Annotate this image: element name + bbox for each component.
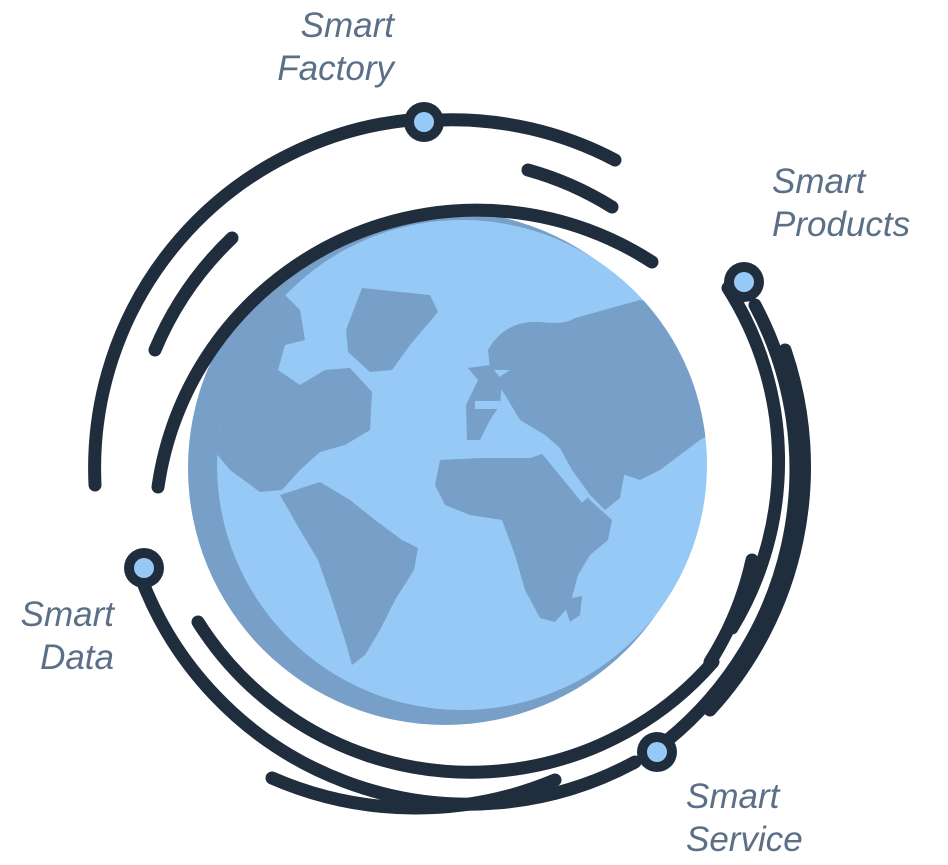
orbit-nodes <box>124 102 764 772</box>
globe-icon <box>188 211 707 725</box>
strait-line <box>536 442 589 503</box>
node-data <box>124 548 164 588</box>
outer-ring-bottom <box>133 568 642 811</box>
label-line: Smart <box>20 595 114 634</box>
orbit-rings <box>88 113 811 815</box>
inner-ring-top <box>151 203 659 494</box>
label-line: Smart <box>686 777 780 816</box>
ring-dash-bottom <box>265 771 562 815</box>
continents <box>217 288 707 665</box>
ring-dash-left <box>148 231 239 357</box>
continent-arabia <box>560 448 625 510</box>
label-smart-service: Smart Service <box>686 775 803 861</box>
label-line: Data <box>40 638 114 677</box>
label-line: Factory <box>277 49 394 88</box>
continent-africa <box>435 452 612 622</box>
node-service <box>637 732 677 772</box>
label-line: Smart <box>772 162 866 201</box>
outer-ring-right <box>648 298 803 757</box>
inner-ring-right <box>721 281 786 635</box>
node-products <box>724 262 764 302</box>
continent-south-america <box>280 482 418 665</box>
label-smart-products: Smart Products <box>772 160 910 246</box>
continent-greenland <box>346 288 438 372</box>
label-smart-data: Smart Data <box>10 593 114 679</box>
ring-dash-top <box>521 163 619 214</box>
label-line: Service <box>686 820 803 859</box>
label-line: Products <box>772 205 911 244</box>
continent-madagascar <box>566 596 582 622</box>
ring-dash-right <box>703 553 759 669</box>
label-line: Smart <box>300 6 394 45</box>
label-smart-factory: Smart Factory <box>270 4 394 90</box>
outer-ring-top <box>433 113 622 167</box>
inner-ring-bottom <box>191 615 720 779</box>
ring-dash-outer-right <box>703 343 811 717</box>
node-factory <box>404 102 444 142</box>
outer-ring-upper <box>88 113 417 492</box>
